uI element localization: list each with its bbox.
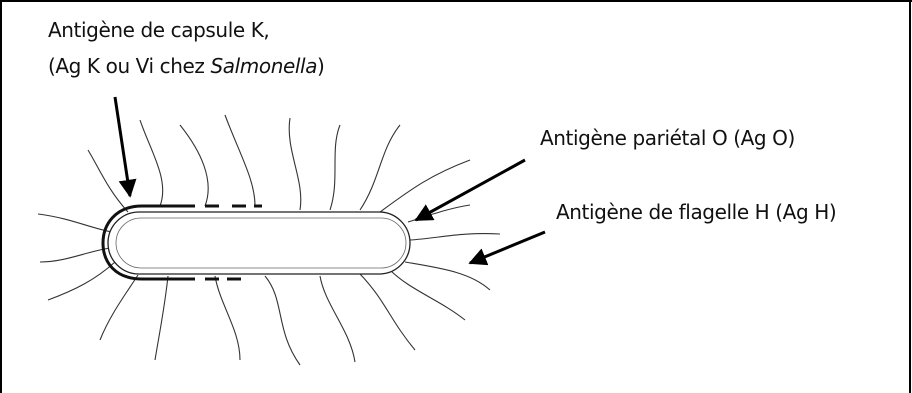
flagellum <box>155 276 168 360</box>
flagellum <box>215 276 240 360</box>
flagellum <box>140 120 163 206</box>
capsule-antigen-label-line1: Antigène de capsule K, <box>48 18 269 42</box>
flagellum <box>88 150 128 212</box>
salmonella-italic: Salmonella <box>210 54 317 78</box>
capsule-arrow <box>115 97 130 196</box>
flagellum <box>320 276 355 362</box>
flagellum <box>38 214 112 232</box>
flagellum <box>380 160 470 212</box>
capsule-label-suffix: ) <box>317 54 324 78</box>
flagellum <box>40 248 110 262</box>
flagellum <box>330 125 340 210</box>
parietal-antigen-label: Antigène pariétal O (Ag O) <box>540 126 795 150</box>
flagellum <box>360 125 400 210</box>
bacterial-cell-body <box>108 212 410 274</box>
parietal-arrow <box>416 160 525 220</box>
capsule-antigen-label-line2: (Ag K ou Vi chez Salmonella) <box>48 54 324 78</box>
flagella-arrow <box>470 232 545 263</box>
flagella-antigen-label: Antigène de flagelle H (Ag H) <box>556 200 836 224</box>
flagellum <box>48 262 115 300</box>
capsule-label-prefix: (Ag K ou Vi chez <box>48 54 210 78</box>
flagellum <box>405 262 490 290</box>
flagellum <box>265 276 300 365</box>
flagellum <box>390 270 465 320</box>
flagellum <box>360 274 415 350</box>
flagellum <box>180 125 208 206</box>
flagellum <box>410 234 500 240</box>
flagellum <box>100 275 138 340</box>
flagellum <box>225 115 255 206</box>
flagellum <box>289 118 301 210</box>
